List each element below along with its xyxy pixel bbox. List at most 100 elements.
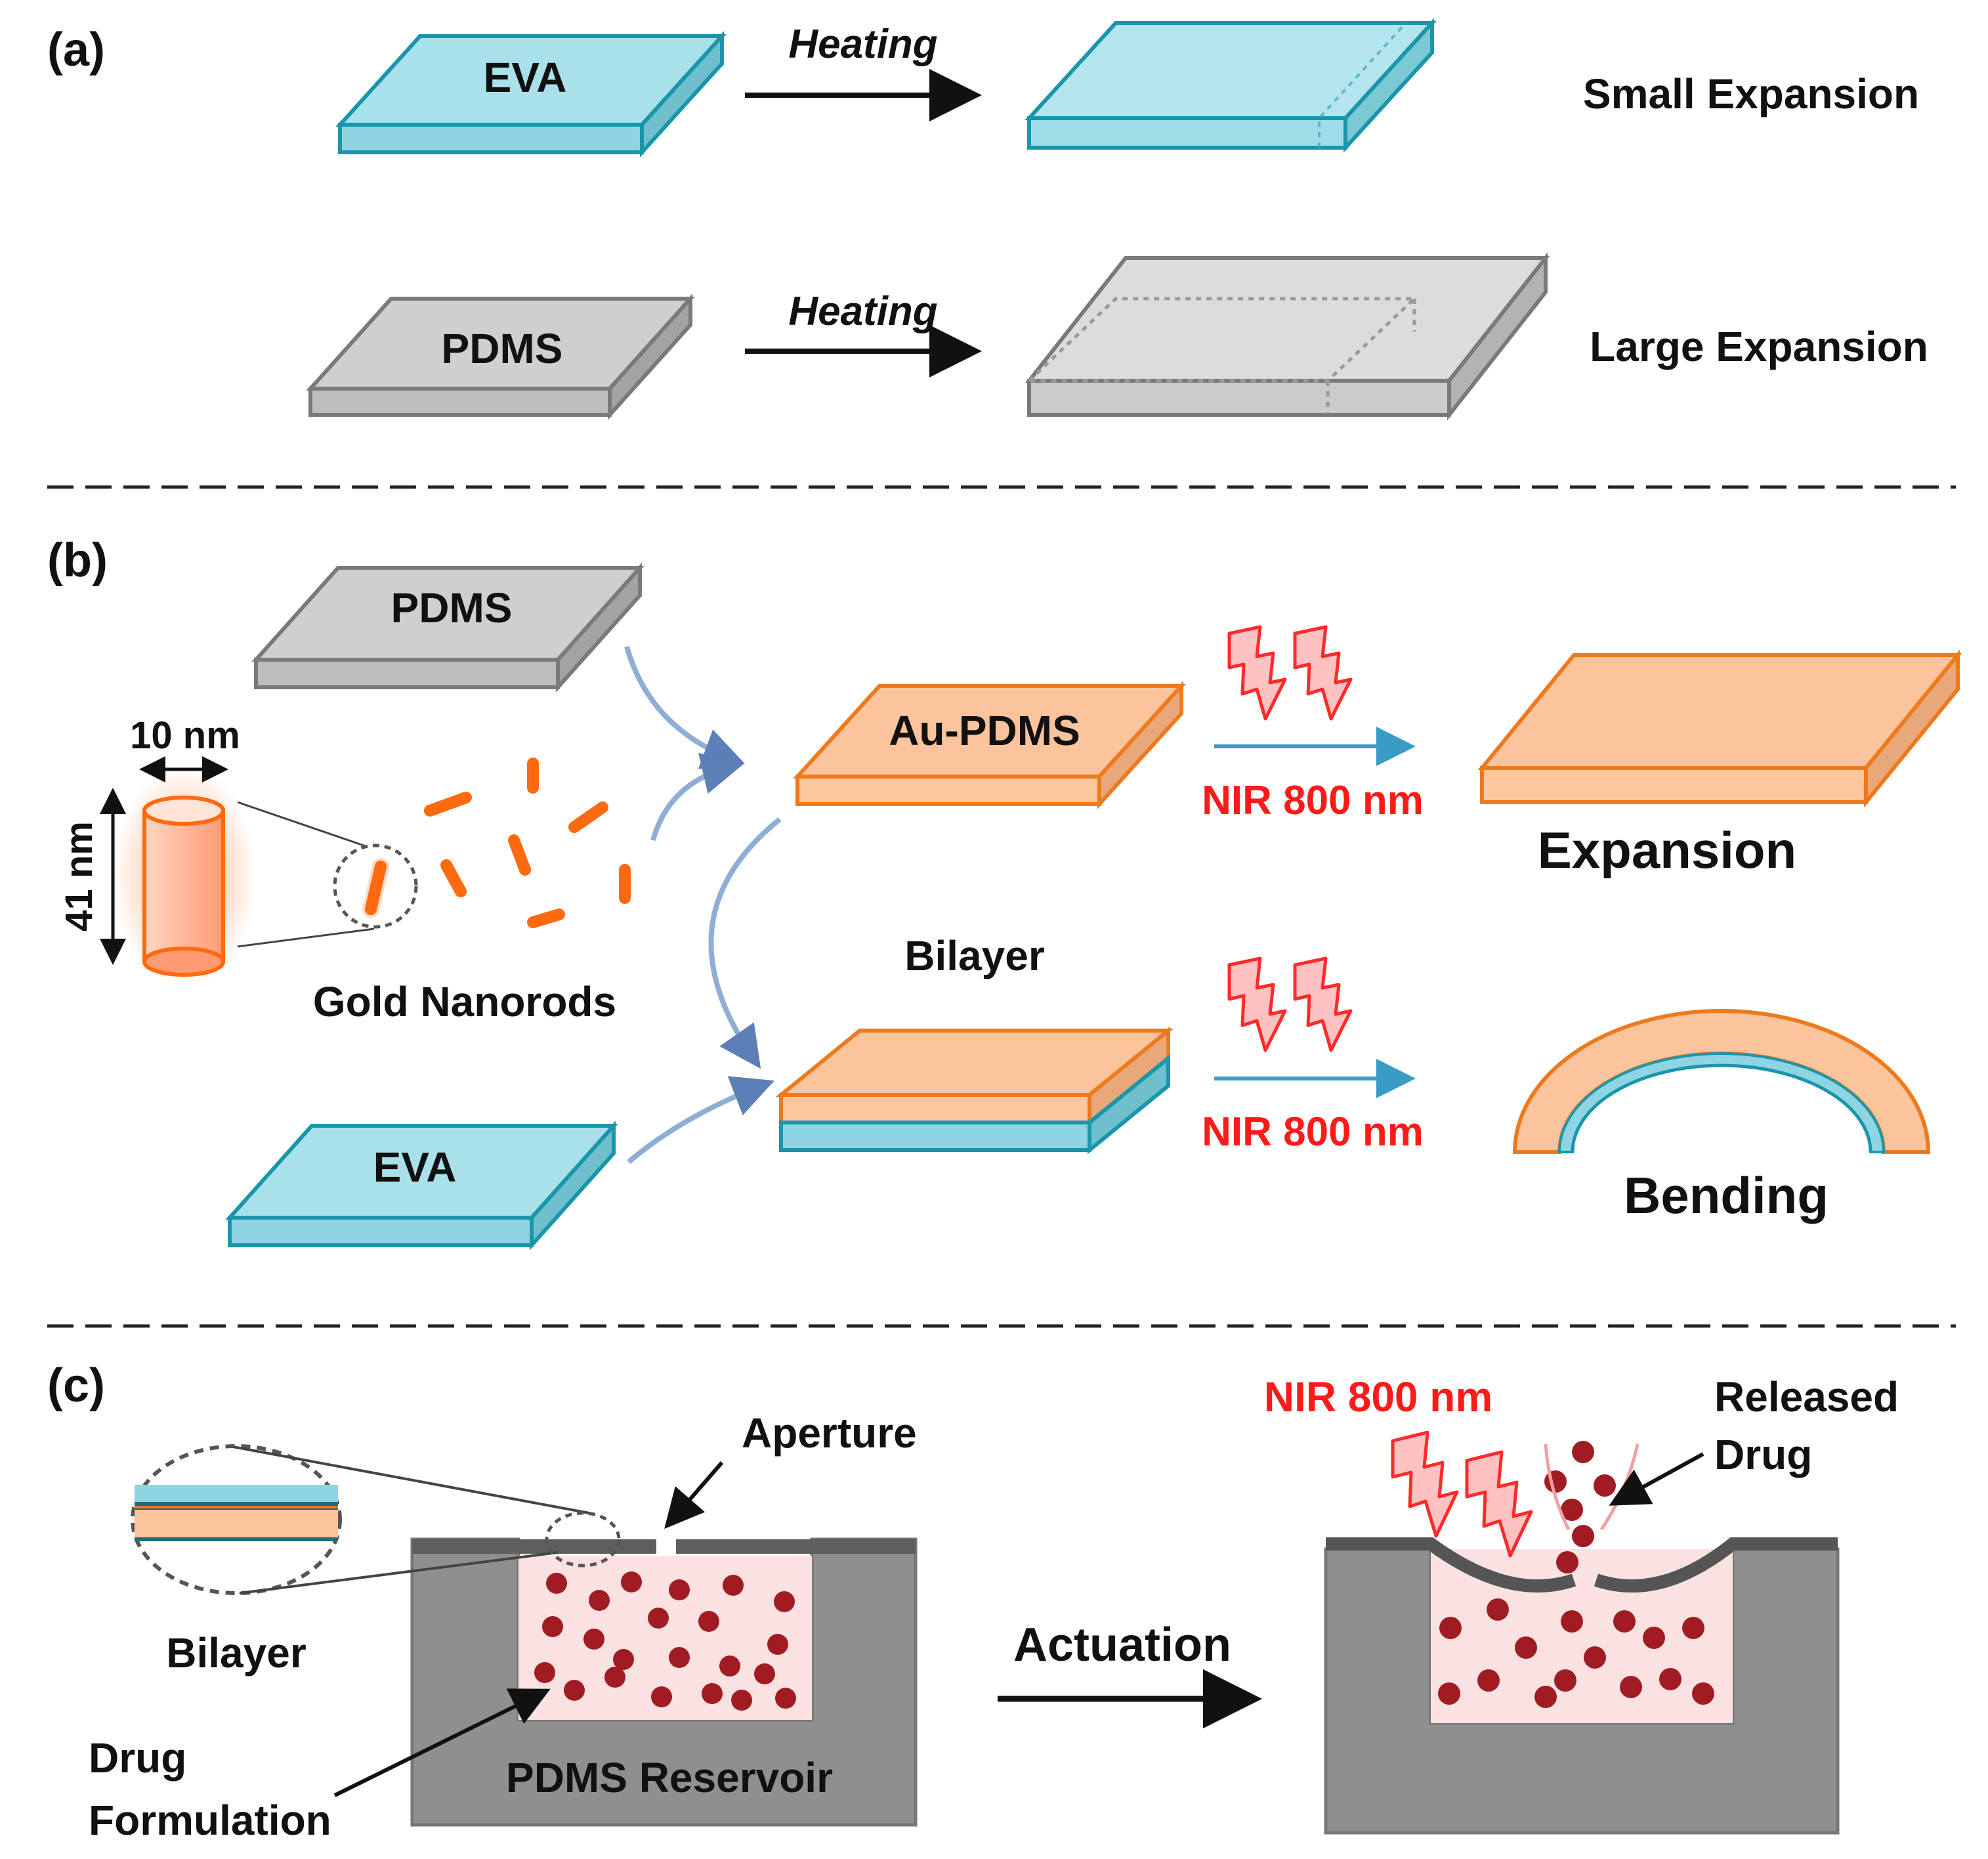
nir-bolts-1 bbox=[1227, 625, 1353, 721]
reservoir-label: PDMS Reservoir bbox=[506, 1754, 833, 1801]
lightning-icon bbox=[1293, 625, 1353, 721]
drug-dot bbox=[731, 1690, 752, 1711]
zoom-circle-b bbox=[333, 844, 418, 929]
drug-dot bbox=[1515, 1636, 1537, 1659]
panel-c-label: (c) bbox=[47, 1359, 105, 1412]
drug-dot bbox=[1682, 1617, 1704, 1639]
lightning-icon bbox=[1465, 1450, 1533, 1558]
bent-bilayer bbox=[1512, 1009, 1931, 1154]
gold-nanorods bbox=[362, 758, 631, 928]
heating-label-1: Heating bbox=[788, 22, 937, 67]
bilayer-label-c: Bilayer bbox=[166, 1629, 306, 1677]
expansion-slab bbox=[1477, 649, 1962, 808]
bilayer-slab bbox=[775, 1026, 1174, 1155]
large-expansion-label: Large Expansion bbox=[1590, 323, 1928, 370]
zoom-line-top bbox=[237, 801, 368, 848]
length-label: 41 nm bbox=[58, 821, 100, 931]
nanorod-cylinder bbox=[113, 765, 257, 988]
eva-slab-expanded bbox=[1025, 18, 1437, 153]
zoom-line-c-top bbox=[232, 1445, 590, 1514]
panel-a-label: (a) bbox=[47, 24, 105, 76]
nanorod bbox=[424, 792, 472, 817]
bending-label: Bending bbox=[1624, 1166, 1829, 1224]
drug-dot bbox=[1659, 1668, 1681, 1690]
pdms-slab-expanded bbox=[1025, 252, 1550, 421]
nanorod bbox=[440, 859, 467, 897]
nir-bolts-2 bbox=[1227, 956, 1353, 1052]
lightning-icon bbox=[1227, 956, 1287, 1052]
drug-dot bbox=[1643, 1627, 1665, 1649]
drug-dot bbox=[774, 1591, 795, 1612]
aperture-arrow bbox=[664, 1461, 724, 1529]
drug-dot bbox=[1439, 1617, 1462, 1639]
drug-dot bbox=[589, 1590, 610, 1611]
drug-dot bbox=[1487, 1598, 1509, 1621]
expansion-label: Expansion bbox=[1538, 821, 1796, 879]
drug-dot bbox=[546, 1573, 567, 1594]
drug-dot bbox=[613, 1649, 634, 1670]
nir-label-1: NIR 800 nm bbox=[1202, 778, 1424, 823]
drug-dot bbox=[702, 1683, 723, 1704]
drug-label-1: Drug bbox=[89, 1734, 186, 1782]
drug-dot bbox=[698, 1611, 719, 1632]
drug-dot bbox=[669, 1579, 690, 1600]
mix-arrows bbox=[624, 645, 782, 1165]
drug-dot bbox=[564, 1680, 585, 1701]
drug-dot bbox=[723, 1575, 744, 1596]
pdms-reservoir-right bbox=[1324, 1537, 1840, 1835]
pdms-label-a: PDMS bbox=[442, 325, 563, 372]
drug-dot bbox=[604, 1667, 625, 1688]
drug-dot bbox=[1594, 1474, 1616, 1497]
drug-dot bbox=[1584, 1646, 1606, 1669]
zoom-circle-c bbox=[545, 1511, 621, 1568]
nir-label-3: NIR 800 nm bbox=[1264, 1373, 1493, 1421]
nanorod bbox=[568, 801, 608, 833]
released-label-2: Drug bbox=[1714, 1431, 1812, 1478]
eva-label-b: EVA bbox=[373, 1143, 457, 1191]
bilayer-label-b: Bilayer bbox=[904, 932, 1044, 979]
eva-label-a: EVA bbox=[484, 54, 567, 101]
nanorod bbox=[365, 861, 387, 915]
gold-nanorods-label: Gold Nanorods bbox=[313, 978, 616, 1025]
heating-label-2: Heating bbox=[788, 289, 937, 334]
nanorod bbox=[527, 908, 565, 928]
nir-bolts-3 bbox=[1391, 1430, 1533, 1558]
zoom-line-bottom bbox=[237, 928, 375, 948]
zoom-line-c-bottom bbox=[239, 1551, 559, 1594]
drug-dot bbox=[719, 1656, 740, 1677]
panel-b-label: (b) bbox=[47, 534, 108, 587]
released-arrow bbox=[1609, 1452, 1704, 1506]
drug-label-2: Formulation bbox=[89, 1797, 331, 1844]
small-expansion-label: Small Expansion bbox=[1583, 70, 1919, 118]
drug-dot bbox=[1620, 1676, 1642, 1698]
drug-dot bbox=[1613, 1610, 1636, 1633]
drug-arrow bbox=[333, 1688, 551, 1797]
drug-dot bbox=[651, 1686, 672, 1707]
aperture-label: Aperture bbox=[742, 1409, 917, 1457]
drug-dot bbox=[534, 1662, 555, 1683]
eva-slab-b bbox=[225, 1121, 618, 1250]
lightning-icon bbox=[1391, 1430, 1459, 1538]
actuation-label: Actuation bbox=[1013, 1619, 1231, 1671]
drug-dot bbox=[1572, 1441, 1594, 1463]
drug-dot bbox=[542, 1616, 563, 1637]
released-label-1: Released bbox=[1714, 1373, 1899, 1421]
width-label: 10 nm bbox=[130, 714, 240, 757]
drug-dot bbox=[1554, 1669, 1576, 1692]
au-pdms-slab bbox=[793, 681, 1186, 809]
drug-dot bbox=[754, 1663, 775, 1684]
nir-label-2: NIR 800 nm bbox=[1202, 1109, 1424, 1155]
pdms-label-b: PDMS bbox=[391, 584, 513, 631]
lightning-icon bbox=[1227, 625, 1287, 721]
nanorod bbox=[508, 834, 531, 876]
eva-slab-a bbox=[335, 31, 727, 158]
drug-dot bbox=[648, 1608, 669, 1629]
pdms-slab-a bbox=[306, 293, 695, 420]
drug-dot bbox=[583, 1629, 604, 1650]
drug-dot bbox=[1692, 1682, 1714, 1705]
drug-dot bbox=[1572, 1525, 1594, 1547]
drug-dot bbox=[1561, 1610, 1583, 1633]
drug-dot bbox=[775, 1688, 796, 1709]
drug-dot bbox=[621, 1571, 642, 1592]
